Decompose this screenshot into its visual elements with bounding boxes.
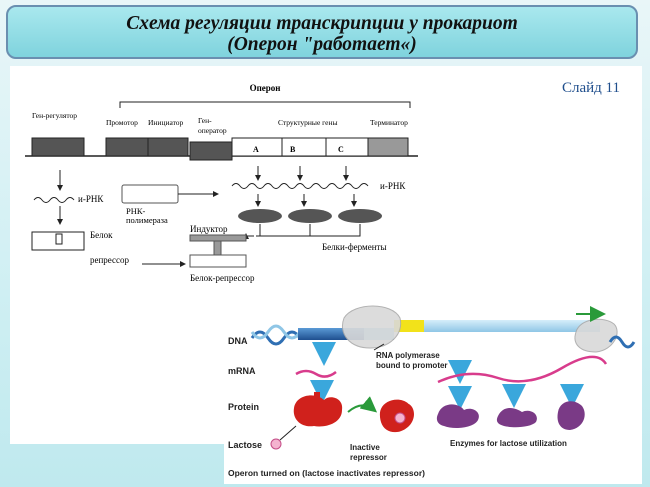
lactose-molecule (270, 438, 282, 450)
polymerase-blob-right (574, 318, 618, 353)
gene-regulator-label: Ген-регулятор (32, 111, 77, 120)
enzymes-label: Белки-ферменты (322, 242, 387, 252)
lac-operon-illustration: DNA mRNA Protein RNA polymerase bound to… (228, 305, 636, 478)
protein-label-1: Белок (90, 230, 113, 240)
gene-c-label: C (338, 145, 344, 154)
inactive-label-2: repressor (350, 453, 387, 462)
dna-operator-segment (394, 320, 424, 332)
dna-structural-segment (424, 320, 600, 332)
slide-number: Слайд 11 (562, 80, 621, 96)
protein-label: Protein (228, 402, 259, 412)
title-banner: Схема регуляции транскрипции у прокариот… (6, 5, 638, 59)
inducer-stem (213, 240, 222, 256)
mrna-left-wave (33, 197, 75, 203)
gene-b-label: B (290, 145, 296, 154)
protein-label-2: репрессор (90, 255, 130, 265)
protein-repressor-label: Белок-репрессор (190, 273, 255, 283)
inducer-link-arrow (243, 233, 254, 239)
enzymes-label: Enzymes for lactose utilization (450, 439, 567, 448)
enzyme-bracket (259, 224, 361, 237)
lactose-label: Lactose (228, 440, 262, 450)
enzyme-3 (557, 401, 585, 430)
enzyme-a (238, 209, 282, 223)
rna-polymerase-label-2: полимераза (126, 215, 168, 225)
operon-bracket (119, 101, 411, 108)
lactose-pointer (279, 425, 297, 441)
inactivation-arrow (347, 396, 378, 413)
operon-label: Оперон (250, 83, 281, 93)
initiator-label: Инициатор (148, 118, 184, 127)
title-line-1: Схема регуляции транскрипции у прокариот (126, 13, 518, 34)
title-line-2: (Оперон "работает«) (227, 34, 417, 55)
rna-polymerase-blob (342, 305, 402, 349)
active-repressor (293, 395, 343, 427)
dna-helix-left-2 (250, 324, 302, 340)
rna-polymerase-label-1: РНК- (126, 206, 146, 216)
regulator-mrna (295, 369, 337, 378)
gene-b-box (281, 137, 327, 157)
bound-lactose (394, 412, 406, 424)
enzyme-b (288, 209, 332, 223)
mrna-right-wave (231, 183, 369, 189)
promoter-label: Промотор (106, 118, 138, 127)
operon-schematic: Оперон Ген-регулятор Промотор Инициатор … (25, 83, 418, 283)
inactive-label-1: Inactive (350, 443, 380, 452)
terminator-box (367, 137, 409, 157)
rna-polymerase-label-2: bound to promoter (376, 361, 448, 370)
rna-polymerase-label-1: RNA polymerase (376, 351, 440, 360)
mrna-label: mRNA (228, 366, 256, 376)
repressor-notch (314, 392, 320, 402)
terminator-label: Терминатор (370, 118, 408, 127)
enzyme-1 (436, 404, 479, 428)
inducer-bar (189, 234, 247, 242)
structural-genes-label: Структурные гены (278, 118, 338, 127)
dna-helix-right (608, 335, 636, 349)
mrna-left-label: и-РНК (78, 194, 104, 204)
polymerase-pointer (373, 343, 385, 351)
gene-c-box (325, 137, 369, 157)
mrna-right-label: и-РНК (380, 181, 406, 191)
inducer-label: Индуктор (190, 224, 228, 234)
repressor-site (55, 233, 63, 245)
operon-caption: Operon turned on (lactose inactivates re… (228, 468, 425, 478)
promoter-box (105, 137, 149, 157)
repressor-complex-box (189, 254, 247, 268)
initiator-box (147, 137, 189, 157)
operator-box (189, 141, 233, 161)
dna-helix-left (250, 330, 302, 346)
dna-label: DNA (228, 336, 248, 346)
gene-regulator-box (31, 137, 85, 157)
gene-a-label: A (253, 145, 259, 154)
operator-label-2: оператор (198, 126, 227, 135)
rna-polymerase-box (121, 184, 179, 204)
operator-label-1: Ген- (198, 116, 212, 125)
enzyme-2 (496, 408, 537, 428)
enzyme-c (338, 209, 382, 223)
operon-mrna (437, 355, 608, 384)
